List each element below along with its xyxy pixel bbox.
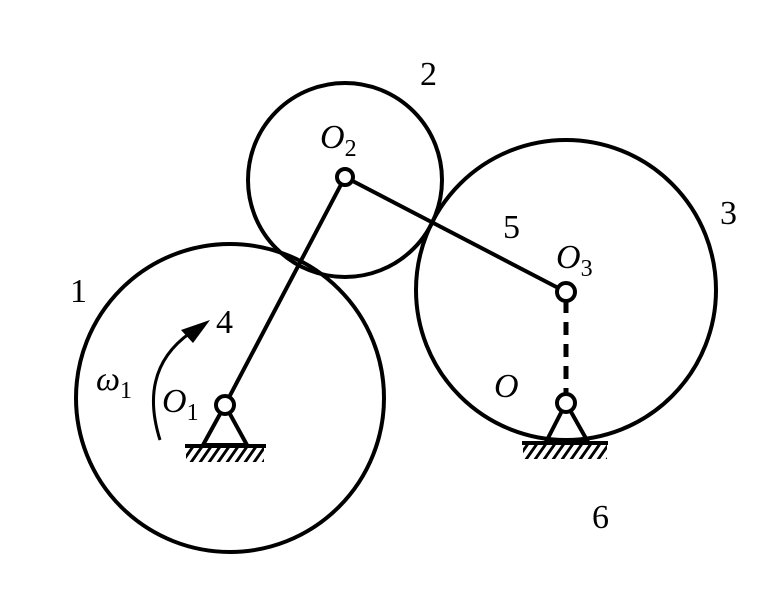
label-crank-4: 4 xyxy=(216,304,233,341)
link-5 xyxy=(344,175,567,294)
label-omega1: ω1 xyxy=(96,361,132,404)
gear-1 xyxy=(74,242,386,554)
label-o3-sub: 3 xyxy=(581,256,593,282)
label-o2-sub: 2 xyxy=(345,136,357,162)
label-o1: O1 xyxy=(162,383,199,426)
label-o1-main: O xyxy=(162,383,187,420)
label-frame-6: 6 xyxy=(592,499,609,536)
joint-o1 xyxy=(214,394,236,416)
ground-support-o1 xyxy=(185,400,266,462)
joint-o2 xyxy=(335,167,355,187)
joint-o xyxy=(555,392,577,414)
label-link-5: 5 xyxy=(503,209,520,246)
label-gear-1: 1 xyxy=(70,273,87,310)
rotation-arrow-icon xyxy=(152,320,210,441)
label-o1-sub: 1 xyxy=(187,400,199,426)
crank-4 xyxy=(223,176,347,406)
label-o: O xyxy=(494,368,519,405)
joint-o3 xyxy=(555,281,577,303)
ground-support-o xyxy=(522,398,608,459)
label-o3: O3 xyxy=(556,239,593,282)
label-o3-main: O xyxy=(556,239,581,276)
label-omega-sub: 1 xyxy=(120,378,132,404)
label-gear-3: 3 xyxy=(720,195,737,232)
gear-2 xyxy=(246,81,444,279)
label-o2-main: O xyxy=(320,119,345,156)
label-o2: O2 xyxy=(320,119,357,162)
label-gear-2: 2 xyxy=(420,56,437,93)
label-omega-main: ω xyxy=(96,361,120,398)
